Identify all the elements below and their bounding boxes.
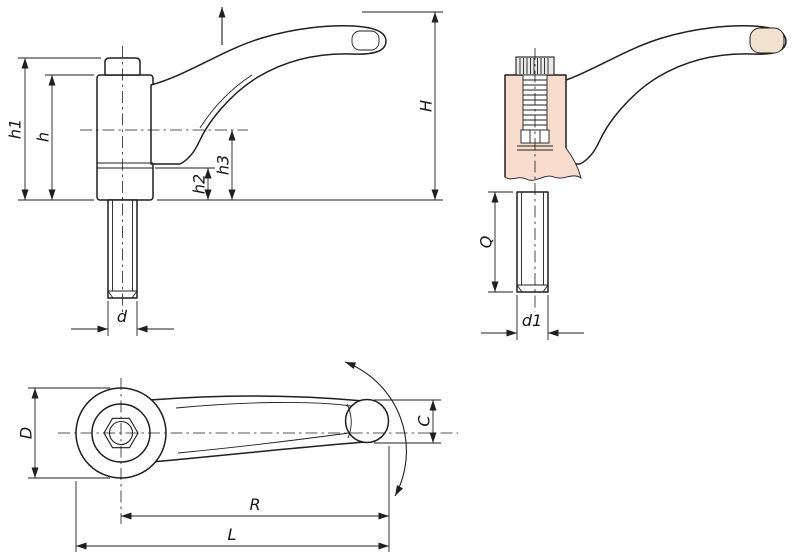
arm-plan-outline bbox=[142, 395, 367, 463]
stud-outline-section bbox=[516, 191, 549, 293]
knob-end bbox=[344, 398, 390, 444]
front-dimensions: h1 h h2 h3 H d bbox=[6, 11, 443, 336]
dim-label-L: L bbox=[228, 525, 237, 544]
threaded-stud-section bbox=[516, 191, 549, 293]
extension-lines-top bbox=[28, 387, 441, 552]
arm-contour-line bbox=[199, 74, 253, 129]
dim-label-R: R bbox=[249, 495, 260, 514]
top-dimensions: D C R L bbox=[17, 387, 441, 552]
front-view: h1 h h2 h3 H d bbox=[6, 7, 443, 336]
section-view: Q d1 bbox=[477, 25, 787, 340]
rotation-arrow bbox=[344, 361, 407, 497]
dim-label-d: d bbox=[117, 307, 128, 326]
dim-label-Q: Q bbox=[477, 236, 496, 249]
arm-ridge-top bbox=[175, 402, 352, 409]
stud-chamfer bbox=[107, 290, 138, 299]
hex-socket-lines bbox=[529, 130, 541, 143]
extension-lines bbox=[18, 11, 443, 336]
dim-label-h1: h1 bbox=[6, 119, 25, 139]
thread-core-lines-section bbox=[521, 192, 544, 285]
section-dimensions: Q d1 bbox=[477, 191, 584, 340]
dim-label-h2: h2 bbox=[190, 174, 209, 194]
top-view: D C R L bbox=[17, 361, 458, 552]
handle-arm bbox=[150, 25, 387, 165]
thread-core-lines bbox=[112, 200, 133, 291]
stud-chamfer-section bbox=[516, 284, 549, 293]
extension-lines-section bbox=[488, 191, 549, 340]
handle-grip-end bbox=[351, 30, 380, 51]
dim-label-C: C bbox=[415, 415, 434, 427]
dim-label-h3: h3 bbox=[214, 155, 233, 175]
dim-label-h: h bbox=[34, 132, 53, 142]
handle-grip-end-section bbox=[749, 27, 785, 54]
retaining-cap bbox=[104, 57, 141, 76]
dim-label-H: H bbox=[417, 100, 436, 112]
knurl-lines bbox=[519, 58, 549, 74]
dim-label-D: D bbox=[17, 427, 36, 439]
arm-ridge-bottom bbox=[177, 432, 350, 454]
dim-label-d1: d1 bbox=[522, 311, 542, 330]
serration-lines bbox=[97, 162, 153, 169]
lever-body bbox=[96, 74, 154, 201]
